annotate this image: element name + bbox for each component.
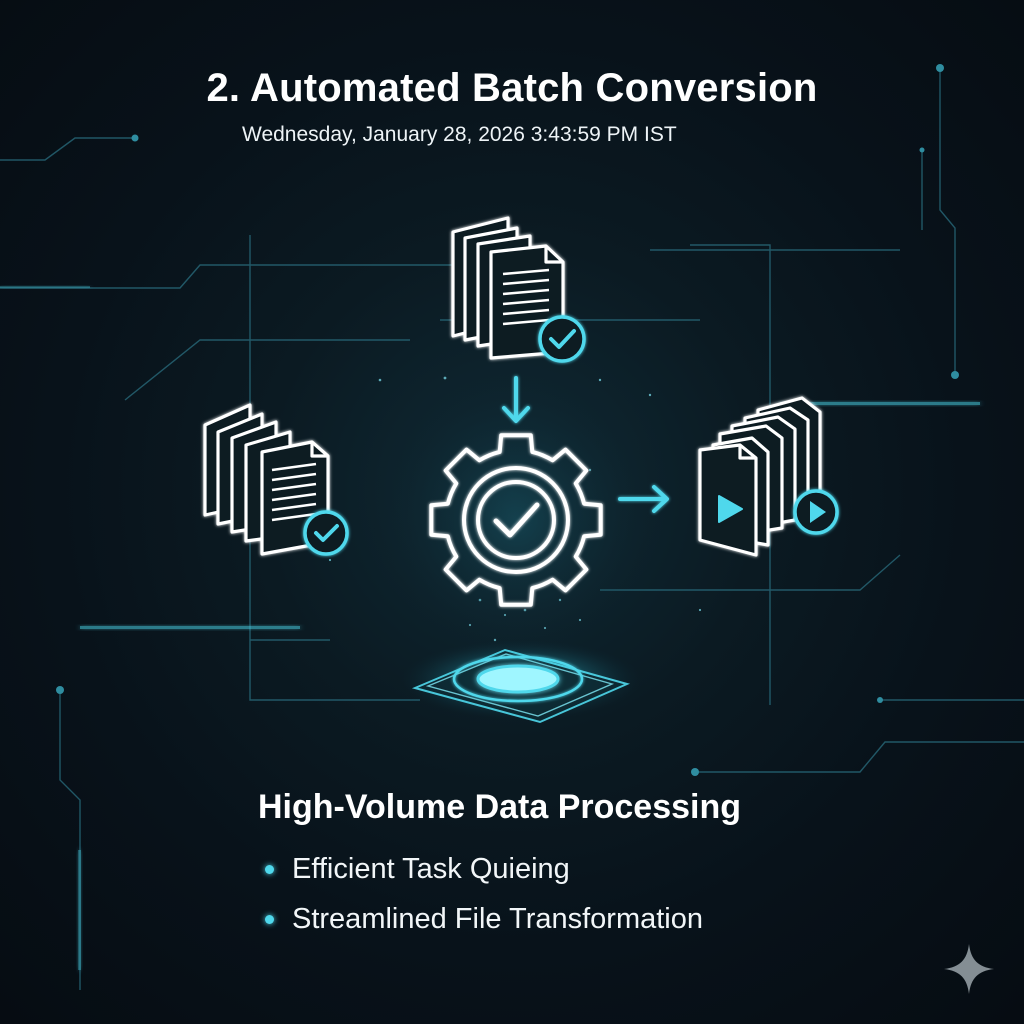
- list-item: Streamlined File Transformation: [262, 898, 703, 948]
- gear-check-icon: [429, 433, 603, 607]
- page-title: 2. Automated Batch Conversion: [206, 66, 818, 110]
- list-item: Efficient Task Quieing: [262, 848, 703, 898]
- arrow-down-icon: [502, 376, 530, 423]
- glowing-platform-icon: [401, 640, 641, 724]
- list-item-text: Streamlined File Transformation: [292, 903, 703, 935]
- video-file-stack-play-icon: [698, 396, 822, 557]
- sparkle-icon: [944, 944, 994, 994]
- bullet-dot-icon: [265, 915, 274, 924]
- arrow-right-icon: [618, 485, 669, 513]
- gear-halo: [366, 370, 666, 670]
- feature-list: Efficient Task Quieing Streamlined File …: [262, 848, 703, 948]
- light-streaks: [0, 286, 980, 970]
- play-badge-icon: [793, 489, 839, 535]
- check-badge-icon: [538, 315, 586, 363]
- bullet-dot-icon: [265, 865, 274, 874]
- circuit-nodes: [56, 64, 959, 776]
- check-badge-icon: [303, 510, 349, 556]
- section-heading: High-Volume Data Processing: [258, 788, 742, 826]
- list-item-text: Efficient Task Quieing: [292, 853, 570, 885]
- timestamp: Wednesday, January 28, 2026 3:43:59 PM I…: [242, 123, 677, 146]
- circuit-traces: [0, 68, 1024, 990]
